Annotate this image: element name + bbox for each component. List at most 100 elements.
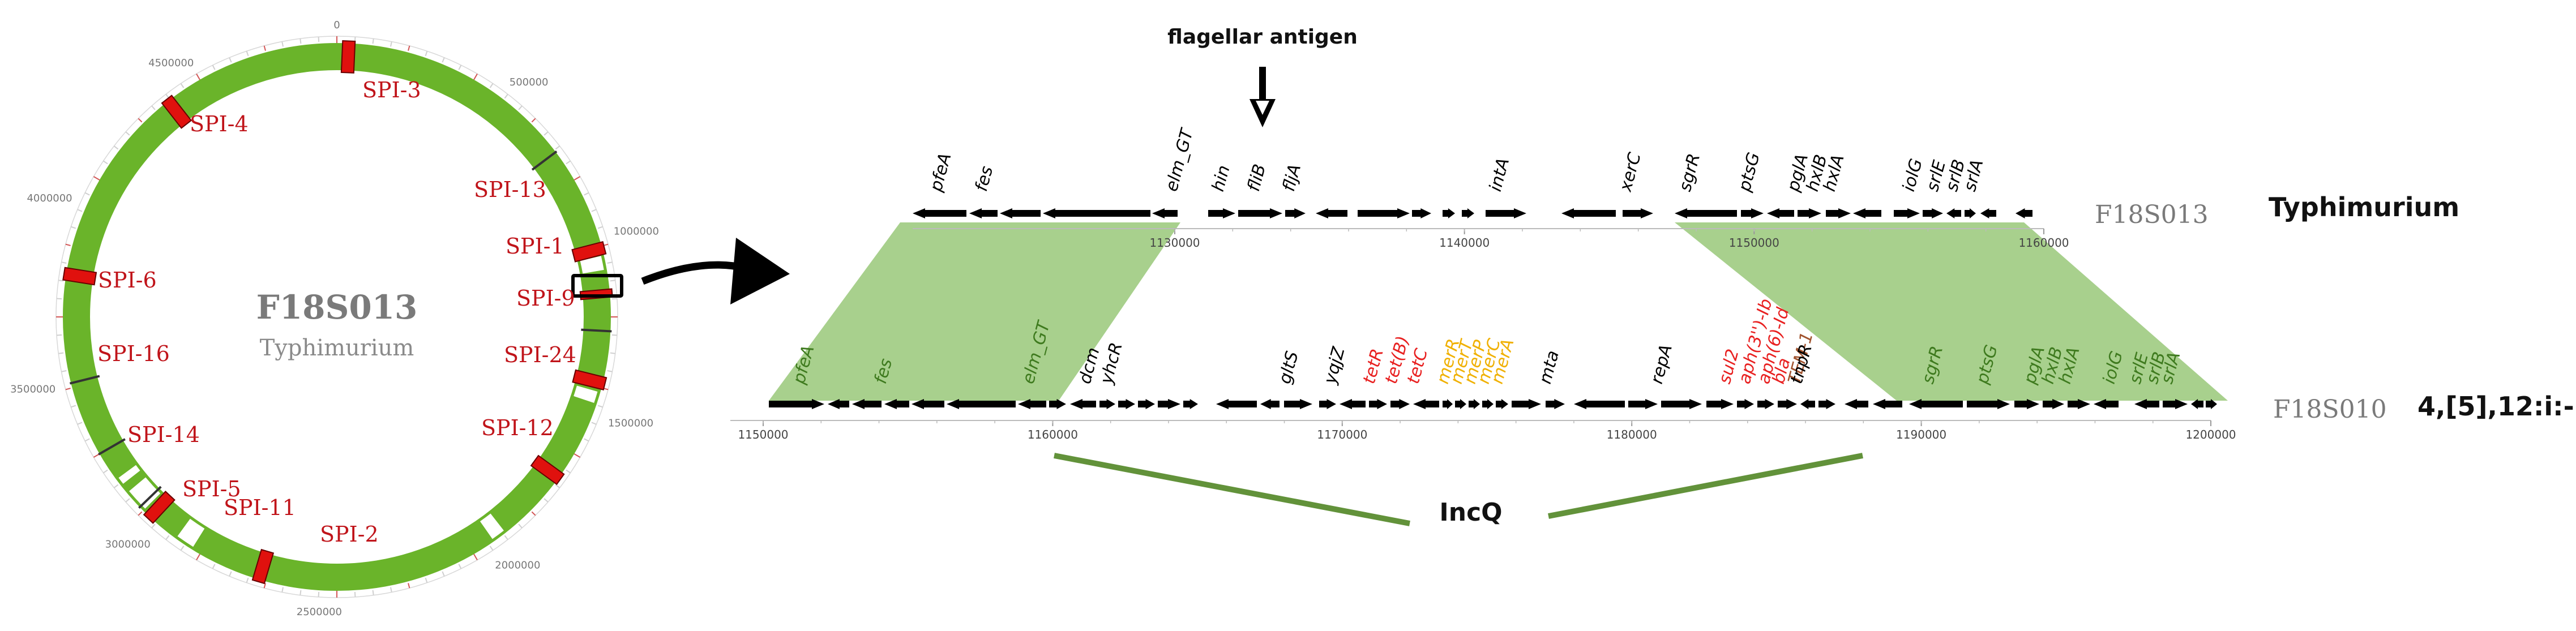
scale-tick-label: 2500000 — [297, 606, 342, 618]
scale-tick — [61, 370, 67, 372]
gene-label: gltS — [1275, 349, 1303, 386]
scale-tick — [299, 590, 302, 595]
gene-arrow — [2016, 208, 2032, 218]
gene-arrow — [2134, 399, 2159, 409]
ring-marker — [69, 375, 100, 385]
gene-arrow — [1512, 399, 1541, 409]
scale-tick — [229, 571, 232, 577]
gene-arrow — [1138, 399, 1155, 409]
gene-arrow — [1413, 399, 1439, 409]
gene-arrow — [1369, 399, 1387, 409]
scale-tick — [610, 280, 615, 282]
scale-tick — [180, 546, 185, 551]
scale-tick — [229, 57, 232, 63]
gene-arrow — [1818, 399, 1835, 409]
scale-tick — [71, 405, 76, 408]
scale-tick — [531, 118, 536, 123]
spi-box-spi4 — [161, 95, 192, 129]
scale-tick-label: 2000000 — [495, 560, 540, 572]
circular-genome-map: 0500000100000015000002000000250000030000… — [10, 19, 659, 618]
gene-arrow — [947, 399, 1016, 409]
gene-label: pfeA — [926, 151, 956, 194]
scale-tick — [299, 38, 302, 44]
scale-tick — [408, 583, 410, 589]
scale-tick — [544, 498, 549, 503]
gene-arrow — [1574, 399, 1625, 409]
scale-tick — [518, 105, 523, 110]
ring-gap — [118, 465, 140, 484]
gene-arrow — [1152, 208, 1178, 218]
zoom-arrow-head-icon — [730, 238, 790, 304]
scale-tick — [103, 469, 108, 474]
gene-arrow — [1946, 208, 1961, 218]
spi-label-spi4: SPI-4 — [190, 111, 249, 136]
spi-label-spi12: SPI-12 — [481, 415, 554, 440]
scale-tick — [372, 590, 374, 595]
top-track-strain: F18S013 — [2095, 200, 2209, 229]
scale-tick — [212, 564, 216, 569]
gene-arrow — [1049, 399, 1066, 409]
gene-arrow — [1894, 208, 1920, 218]
gene-arrow — [1216, 399, 1257, 409]
gene-arrow — [2191, 399, 2203, 409]
gene-arrow — [1284, 399, 1312, 409]
gene-label: ptsG — [1735, 151, 1764, 194]
scale-tick — [504, 535, 508, 540]
spi-label-spi11: SPI-11 — [224, 495, 296, 520]
gene-arrow — [1757, 399, 1774, 409]
gene-label: fliB — [1244, 162, 1270, 194]
scale-tick — [489, 83, 494, 88]
gene-arrow — [1340, 399, 1366, 409]
scale-tick — [165, 535, 170, 540]
scale-tick — [212, 65, 216, 70]
scale-tick — [566, 160, 571, 165]
gene-label: repA — [1647, 342, 1676, 386]
flagellar-antigen-arrow-icon — [1250, 67, 1276, 127]
gene-arrow — [1158, 399, 1180, 409]
track-tick-label: 1150000 — [738, 428, 788, 441]
gene-arrow — [1853, 208, 1881, 218]
spi-box-spi1 — [571, 241, 607, 263]
scale-tick — [151, 523, 156, 529]
gene-label: yhcR — [1097, 340, 1127, 387]
scale-tick — [56, 334, 62, 336]
scale-tick — [84, 192, 90, 196]
scale-tick-label: 1000000 — [614, 225, 659, 237]
gene-arrow — [1909, 399, 1963, 409]
scale-tick — [263, 45, 266, 51]
spi-label-spi1: SPI-1 — [506, 234, 564, 259]
scale-tick — [607, 261, 613, 264]
scale-tick — [597, 405, 603, 408]
scale-tick — [372, 38, 374, 44]
gene-arrow — [1469, 399, 1480, 409]
gene-arrow — [1412, 208, 1431, 218]
scale-tick — [281, 587, 284, 593]
gene-arrow — [913, 208, 966, 218]
scale-tick — [531, 511, 536, 516]
scale-tick — [125, 131, 130, 136]
incq-bracket-right — [1548, 453, 1863, 519]
scale-tick — [425, 51, 428, 57]
gene-arrow — [769, 399, 824, 409]
gene-label: intA — [1486, 156, 1513, 194]
synteny-block-right — [1675, 222, 2228, 401]
scale-tick — [611, 334, 618, 336]
scale-tick — [125, 498, 130, 503]
scale-tick — [518, 523, 523, 529]
scale-tick — [71, 226, 76, 229]
bottom-track-genes — [769, 399, 2217, 409]
gene-arrow — [2206, 399, 2217, 409]
gene-label: tnpR — [1787, 342, 1816, 386]
gene-arrow — [2068, 399, 2090, 409]
gene-arrow — [912, 399, 944, 409]
gene-arrow — [1546, 399, 1565, 409]
scale-tick — [138, 118, 143, 123]
scale-tick — [77, 422, 83, 425]
gene-arrow — [2094, 399, 2119, 409]
gene-arrow — [1628, 399, 1658, 409]
gene-arrow — [1358, 208, 1410, 218]
